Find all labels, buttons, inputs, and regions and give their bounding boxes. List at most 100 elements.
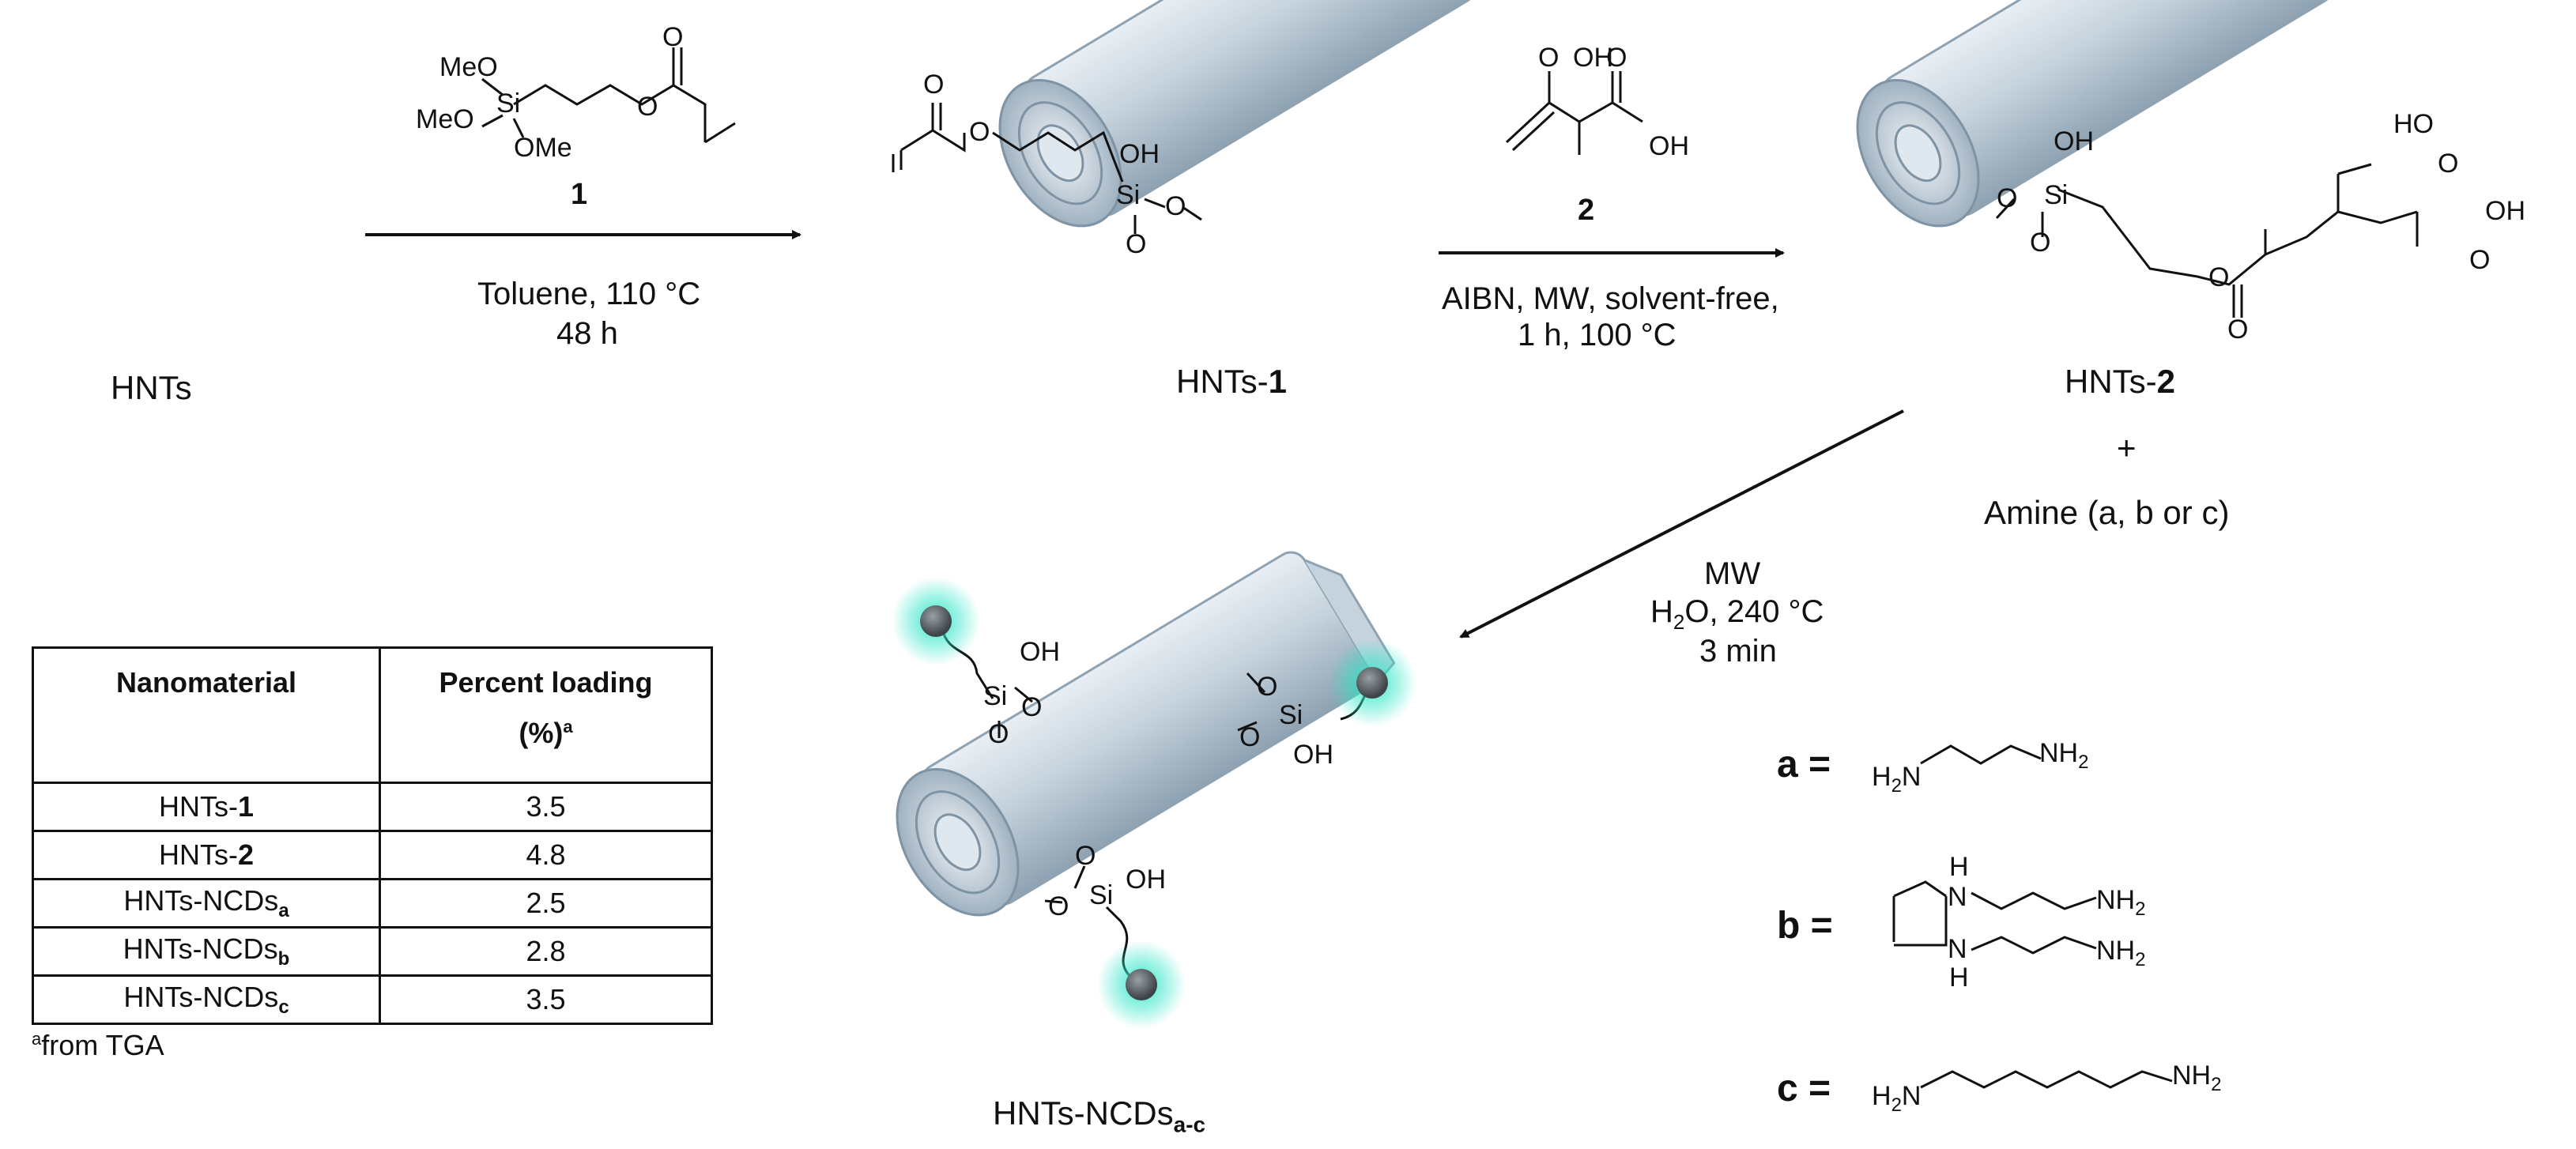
table-row: HNTs-2 4.8 [32,830,713,880]
hnts-label: HNTs [111,369,192,406]
row-name: HNTs-1 [32,782,381,832]
amine-b-n1: N [1948,882,1967,912]
oh-hnts2-b: OH [2485,196,2525,226]
compound-1-label: 1 [571,178,587,211]
plus-sign: + [2117,429,2137,466]
hnts2-chain-structure [1995,163,2419,318]
row-name: HNTs-NCDsa [32,878,381,929]
table-header-row: Nanomaterial Percent loading (%)a [32,646,713,784]
table-row: HNTs-NCDsb 2.8 [32,926,713,977]
o-hnts2-c: O [2438,149,2458,179]
o-hnts2-a: O [1997,183,2017,213]
amine-b-structure [1892,880,2097,955]
row-value: 3.5 [379,782,713,832]
ho-hnts2: HO [2393,109,2434,139]
si-ncd-2: Si [1279,700,1303,730]
compound-2-structure [1505,71,1643,155]
o-comp2-b: O [1606,43,1627,73]
step3-conditions-line3: 3 min [1699,634,1777,669]
amine-a-key: a = [1777,744,1831,785]
oh-ncd-1: OH [1020,637,1060,667]
compound-1-structure [481,47,736,144]
amine-a-h2n: H2N [1872,762,1921,797]
table-footnote: afrom TGA [32,1029,164,1061]
o-hnts2-d: O [2469,245,2490,275]
amine-b-h2: H [1949,963,1969,993]
si-label-1: Si [496,89,520,119]
o-hnts1-a: O [1165,191,1186,221]
carbonyl-o-hnts1: O [923,70,944,100]
amine-c-h2n: H2N [1872,1081,1921,1116]
hnts2-label: HNTs-2 [2065,363,2176,400]
row-name: HNTs-NCDsb [32,926,381,977]
carbonyl-o-1: O [662,22,683,52]
si-ncd-3: Si [1089,880,1113,910]
step1-conditions-line2: 48 h [556,316,618,351]
oh-hnts2: OH [2054,126,2094,156]
si-ncd-1: Si [983,681,1007,711]
ester-o-hnts2: O [2208,262,2229,292]
step1-conditions-line1: Toluene, 110 °C [477,277,701,311]
amine-c-nh2: NH2 [2172,1060,2221,1095]
oh-ncd-2: OH [1293,740,1333,770]
oh-comp2-a: OH [1573,43,1613,73]
carbon-dot-3 [1097,940,1186,1029]
nanotube-hnts-ncds [896,551,1396,917]
row-name: HNTs-2 [32,830,381,880]
step3-conditions-line1: MW [1704,556,1761,591]
step2-conditions-line1: AIBN, MW, solvent-free, [1442,281,1779,316]
table-row: HNTs-NCDsc 3.5 [32,974,713,1025]
o-ncd-1a: O [1021,692,1042,722]
amine-a-structure [1920,744,2042,765]
header-percent-loading: Percent loading (%)a [379,646,713,784]
carbonyl-o-hnts2: O [2227,315,2248,345]
o-ncd-3a: O [1075,841,1096,871]
amine-c-structure [1920,1070,2173,1089]
oh-ncd-3: OH [1126,865,1166,895]
amine-b-nh2-1: NH2 [2096,885,2145,920]
o-ncd-3b: O [1048,891,1069,921]
hnts1-label: HNTs-1 [1176,363,1288,400]
ester-o-1: O [637,92,658,122]
nanotube-hnts1 [998,0,1477,228]
oh-comp2-b: OH [1649,131,1689,161]
ome-label: OMe [514,133,572,163]
o-comp2-a: O [1538,43,1559,73]
o-hnts1-b: O [1126,229,1146,259]
o-ncd-2b: O [1239,722,1260,752]
row-value: 3.5 [379,974,713,1025]
amine-b-h1: H [1949,852,1969,882]
loading-table: Nanomaterial Percent loading (%)a HNTs-1… [32,646,713,1025]
amine-b-nh2-2: NH2 [2096,936,2145,970]
oh-hnts1: OH [1119,139,1160,169]
meo-label-2: MeO [416,104,474,134]
carbon-dot-1 [892,577,980,665]
nanotube-hnts2 [1856,0,2334,228]
o-hnts2-b: O [2030,228,2050,258]
carbon-dot-2 [1328,639,1416,727]
amine-label: Amine (a, b or c) [1984,494,2230,531]
amine-b-key: b = [1777,905,1833,947]
step3-conditions-line2: H2O, 240 °C [1650,594,1824,634]
row-name: HNTs-NCDsc [32,974,381,1025]
step2-conditions-line2: 1 h, 100 °C [1518,318,1676,352]
table-row: HNTs-NCDsa 2.5 [32,878,713,929]
si-hnts2: Si [2044,180,2068,210]
o-ncd-2a: O [1257,672,1277,702]
header-nanomaterial: Nanomaterial [32,646,381,784]
amine-a-nh2: NH2 [2039,738,2088,773]
arrow-step3 [1459,409,1904,639]
amine-c-key: c = [1777,1068,1831,1109]
hnts1-chain-structure [892,103,1202,234]
meo-label-1: MeO [439,52,498,82]
compound-2-label: 2 [1578,194,1594,227]
row-value: 2.5 [379,878,713,929]
si-hnts1: Si [1116,180,1140,210]
row-value: 4.8 [379,830,713,880]
table-row: HNTs-1 3.5 [32,782,713,832]
row-value: 2.8 [379,926,713,977]
hnts-ncds-label: HNTs-NCDsa-c [993,1094,1206,1137]
ester-o-hnts1: O [969,117,990,147]
o-ncd-1b: O [988,719,1009,749]
